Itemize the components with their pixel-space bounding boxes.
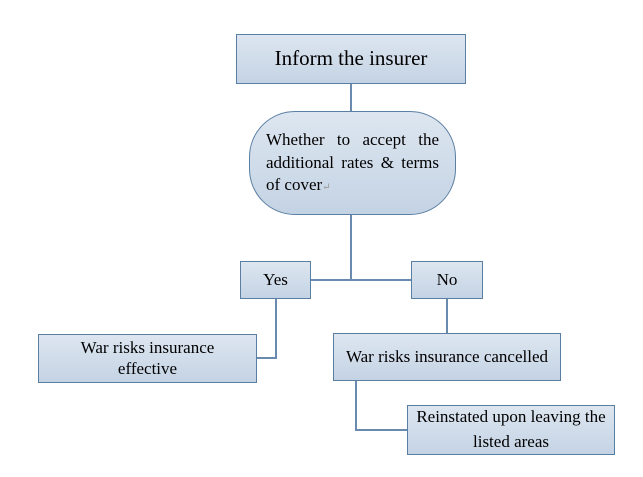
insurance-cancelled-label: War risks insurance cancelled xyxy=(345,346,549,366)
inform-insurer-label: Inform the insurer xyxy=(274,46,428,71)
inform-insurer-box: Inform the insurer xyxy=(236,34,466,84)
insurance-effective-box: War risks insurance effective xyxy=(38,334,257,383)
decision-label: Whether to accept the additional rates &… xyxy=(266,129,439,195)
insurance-cancelled-box: War risks insurance cancelled xyxy=(333,333,561,381)
decision-box: Whether to accept the additional rates &… xyxy=(249,111,456,215)
return-mark-icon: ↵ xyxy=(322,182,331,194)
connector-cancelled-reinstated xyxy=(355,381,407,431)
decision-text: Whether to accept the additional rates &… xyxy=(266,129,439,198)
no-box: No xyxy=(411,261,483,299)
yes-label: Yes xyxy=(263,269,288,289)
reinstated-box: Reinstated upon leaving the listed areas xyxy=(407,405,615,455)
insurance-effective-label: War risks insurance effective xyxy=(80,338,215,378)
connector-yes-effective xyxy=(257,299,277,359)
no-label: No xyxy=(436,269,458,289)
reinstated-label: Reinstated upon leaving the listed areas xyxy=(416,407,606,451)
yes-box: Yes xyxy=(240,261,311,299)
